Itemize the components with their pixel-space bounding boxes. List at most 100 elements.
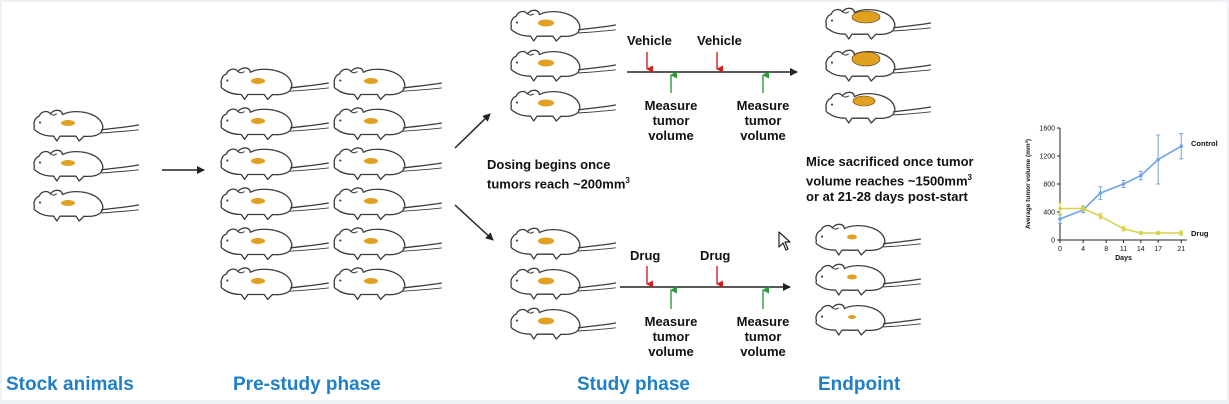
mouse-icon [333,67,443,101]
x-tick-label: 8 [1104,246,1108,253]
tumor-icon [364,238,378,244]
tumor-icon [251,198,265,204]
mouse-icon [825,49,932,82]
drug-measure-label-2: Measure tumor volume [731,314,795,359]
data-point [1058,206,1062,211]
tumor-icon [364,158,378,164]
y-axis-label: Average tumor volume (mm³) [1025,139,1032,229]
data-point [1121,182,1126,186]
dosing-note-line: tumors reach ~200mm3 [487,173,630,192]
drug-arm-animals [510,227,617,340]
endpoint-note-text: volume reaches ~1500mm [806,173,968,189]
tumor-icon [538,317,554,325]
x-axis-label: Days [1115,255,1132,262]
dosing-note: Dosing begins once tumors reach ~200mm3 [487,157,630,192]
x-tick-label: 17 [1154,246,1162,253]
measure-line: tumor [744,329,782,344]
endpoint-note-line: Mice sacrificed once tumor [806,154,974,169]
mouse-icon [333,147,443,181]
x-tick-label: 21 [1177,246,1185,253]
tumor-icon [61,160,75,166]
data-point [1156,231,1160,235]
tumor-icon [251,278,265,284]
mouse-icon [220,267,330,301]
mouse-icon [220,227,330,261]
large-tumor-icon [851,51,881,67]
tumor-icon [848,315,856,319]
drug-dose-label-1: Drug [630,248,661,263]
tumor-icon [251,238,265,244]
mouse-icon [33,109,140,142]
mouse-icon [825,7,932,40]
arrow-to-vehicle-arm [454,113,491,149]
tumor-icon [538,59,554,67]
endpoint-note-line: or at 21-28 days post-start [806,189,968,205]
measure-line: tumor [652,113,690,128]
tumor-icon [847,274,857,280]
mouse-icon [333,227,443,261]
measure-line: volume [648,344,694,359]
large-tumor-icon [852,95,876,107]
phase-label-stock: Stock animals [6,374,134,395]
measure-line: Measure [736,314,790,329]
prestudy-animals-group [220,67,443,301]
tumor-icon [847,234,857,240]
phase-label-study: Study phase [577,374,690,395]
y-tick-label: 1600 [1039,126,1055,133]
data-point [1156,157,1160,162]
data-point [1121,227,1126,231]
data-point [1081,206,1085,211]
endpoint-vehicle-animals [825,7,932,124]
tumor-icon [61,120,75,126]
tumor-icon [251,158,265,164]
mouse-icon [510,49,617,82]
dosing-note-text: tumors reach ~200mm [487,176,626,192]
tumor-icon [364,78,378,84]
measure-line: tumor [652,329,690,344]
dosing-note-line: Dosing begins once [487,157,611,172]
tumor-icon [538,277,554,285]
mouse-icon [220,107,330,141]
tumor-icon [61,200,75,206]
y-tick-label: 800 [1043,182,1055,189]
vehicle-arm-animals [510,9,617,122]
data-point [1179,231,1184,235]
mouse-icon [220,67,330,101]
data-point [1179,144,1184,148]
mouse-icon [815,223,922,256]
measure-line: Measure [644,314,698,329]
data-point [1139,173,1143,178]
data-point [1139,231,1143,235]
series-label-control: Control [1191,139,1218,148]
measure-line: volume [648,128,694,143]
tumor-icon [364,118,378,124]
mouse-icon [333,187,443,221]
y-tick-label: 400 [1043,210,1055,217]
mouse-icon [815,303,922,336]
tumor-icon [538,237,554,245]
mouse-icon [220,147,330,181]
x-tick-label: 11 [1120,246,1127,253]
superscript: 3 [625,176,630,185]
endpoint-note: Mice sacrificed once tumor volume reache… [806,154,974,205]
measure-line: volume [740,344,786,359]
mouse-pointer-icon [778,231,791,251]
endpoint-drug-animals [815,223,922,336]
drug-measure-label-1: Measure tumor volume [639,314,703,359]
mouse-icon [333,267,443,301]
vehicle-dose-label-2: Vehicle [697,33,742,48]
mouse-icon [825,91,932,124]
tumor-icon [538,99,554,107]
data-point [1098,214,1103,218]
tumor-icon [364,198,378,204]
large-tumor-icon [851,10,881,24]
vehicle-dose-label-1: Vehicle [627,33,672,48]
mouse-icon [510,267,617,300]
mouse-icon [510,89,617,122]
tumor-icon [364,278,378,284]
phase-label-endpoint: Endpoint [818,374,901,395]
